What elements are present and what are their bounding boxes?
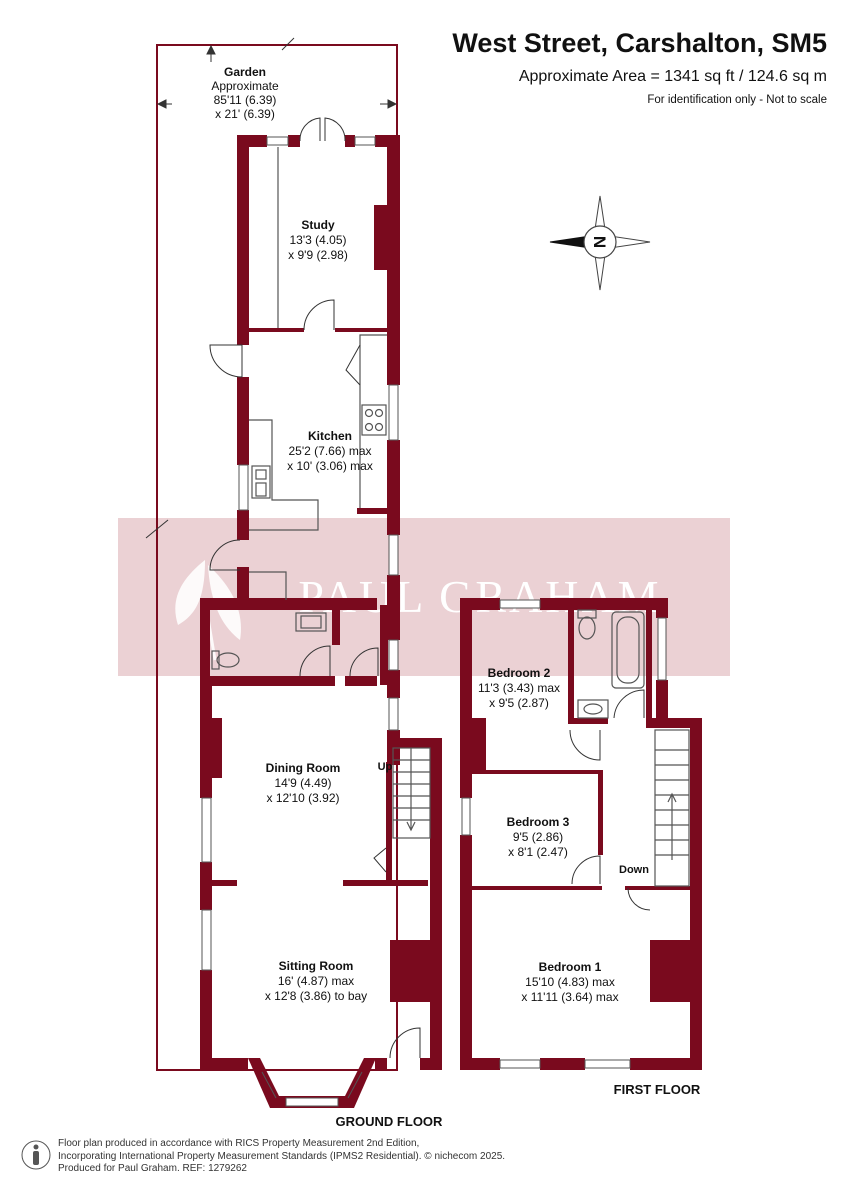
svg-text:Bedroom 3: Bedroom 3: [507, 815, 570, 829]
svg-text:Study: Study: [301, 218, 335, 232]
footer: Floor plan produced in accordance with R…: [58, 1138, 505, 1176]
room-label-dining: Dining Room 14'9 (4.49) x 12'10 (3.92): [266, 761, 341, 805]
stairs-up-label: Up: [378, 761, 393, 773]
first-stairs: [654, 729, 690, 887]
room-label-garden: Garden Approximate 85'11 (6.39) x 21' (6…: [211, 65, 279, 121]
svg-text:25'2 (7.66) max: 25'2 (7.66) max: [289, 444, 372, 458]
ground-stairs: [373, 747, 431, 873]
first-floor-label: FIRST FLOOR: [614, 1082, 701, 1097]
svg-text:85'11 (6.39): 85'11 (6.39): [214, 93, 277, 107]
svg-text:16' (4.87) max: 16' (4.87) max: [278, 974, 354, 988]
ground-floor-windows: [201, 136, 399, 1107]
svg-text:x 8'1 (2.47): x 8'1 (2.47): [508, 845, 568, 859]
svg-text:x 11'11 (3.64) max: x 11'11 (3.64) max: [521, 990, 618, 1004]
svg-text:14'9 (4.49): 14'9 (4.49): [275, 776, 332, 790]
svg-text:9'5 (2.86): 9'5 (2.86): [513, 830, 563, 844]
room-label-bedroom3: Bedroom 3 9'5 (2.86) x 8'1 (2.47): [507, 815, 570, 859]
footer-line-3: Produced for Paul Graham. REF: 1279262: [58, 1163, 247, 1174]
watermark-text: PAUL GRAHAM: [298, 571, 661, 622]
room-label-bedroom2: Bedroom 2 11'3 (3.43) max x 9'5 (2.87): [478, 666, 560, 710]
svg-text:x 21' (6.39): x 21' (6.39): [215, 107, 275, 121]
svg-text:Dining Room: Dining Room: [266, 761, 341, 775]
first-floor-walls: [460, 598, 702, 1070]
svg-text:Approximate: Approximate: [211, 79, 279, 93]
svg-text:Kitchen: Kitchen: [308, 429, 352, 443]
first-floor-windows: [461, 599, 667, 1069]
svg-text:x 10' (3.06) max: x 10' (3.06) max: [287, 459, 373, 473]
room-label-bedroom1: Bedroom 1 15'10 (4.83) max x 11'11 (3.64…: [521, 960, 618, 1004]
svg-text:15'10 (4.83) max: 15'10 (4.83) max: [525, 975, 615, 989]
ground-floor-walls: [200, 135, 442, 1108]
room-label-sitting: Sitting Room 16' (4.87) max x 12'8 (3.86…: [265, 959, 367, 1003]
garden-arrows: [156, 44, 398, 109]
header-disclaimer: For identification only - Not to scale: [647, 94, 827, 106]
svg-text:x 9'5 (2.87): x 9'5 (2.87): [489, 696, 549, 710]
footer-line-1: Floor plan produced in accordance with R…: [58, 1138, 420, 1149]
compass-icon: N: [549, 195, 651, 291]
svg-text:Bedroom 1: Bedroom 1: [539, 960, 602, 974]
person-icon: [21, 1140, 51, 1170]
svg-text:Bedroom 2: Bedroom 2: [488, 666, 551, 680]
compass-label: N: [590, 236, 609, 248]
svg-text:Sitting Room: Sitting Room: [279, 959, 354, 973]
svg-text:11'3 (3.43) max: 11'3 (3.43) max: [478, 681, 560, 695]
svg-text:13'3 (4.05): 13'3 (4.05): [290, 233, 347, 247]
room-label-kitchen: Kitchen 25'2 (7.66) max x 10' (3.06) max: [287, 429, 373, 473]
ground-floor-fixtures: [209, 117, 431, 1059]
svg-text:Garden: Garden: [224, 65, 266, 79]
header-title: West Street, Carshalton, SM5: [452, 28, 827, 58]
ground-floor-label: GROUND FLOOR: [336, 1114, 443, 1129]
footer-line-2: Incorporating International Property Mea…: [58, 1150, 506, 1162]
svg-text:x 12'8 (3.86) to bay: x 12'8 (3.86) to bay: [265, 989, 367, 1003]
svg-text:x 9'9 (2.98): x 9'9 (2.98): [288, 248, 348, 262]
room-label-study: Study 13'3 (4.05) x 9'9 (2.98): [288, 218, 348, 262]
first-floor-fixtures: [569, 609, 690, 911]
stairs-down-label: Down: [619, 864, 649, 876]
header-area: Approximate Area = 1341 sq ft / 124.6 sq…: [518, 68, 827, 85]
svg-text:x 12'10 (3.92): x 12'10 (3.92): [266, 791, 339, 805]
